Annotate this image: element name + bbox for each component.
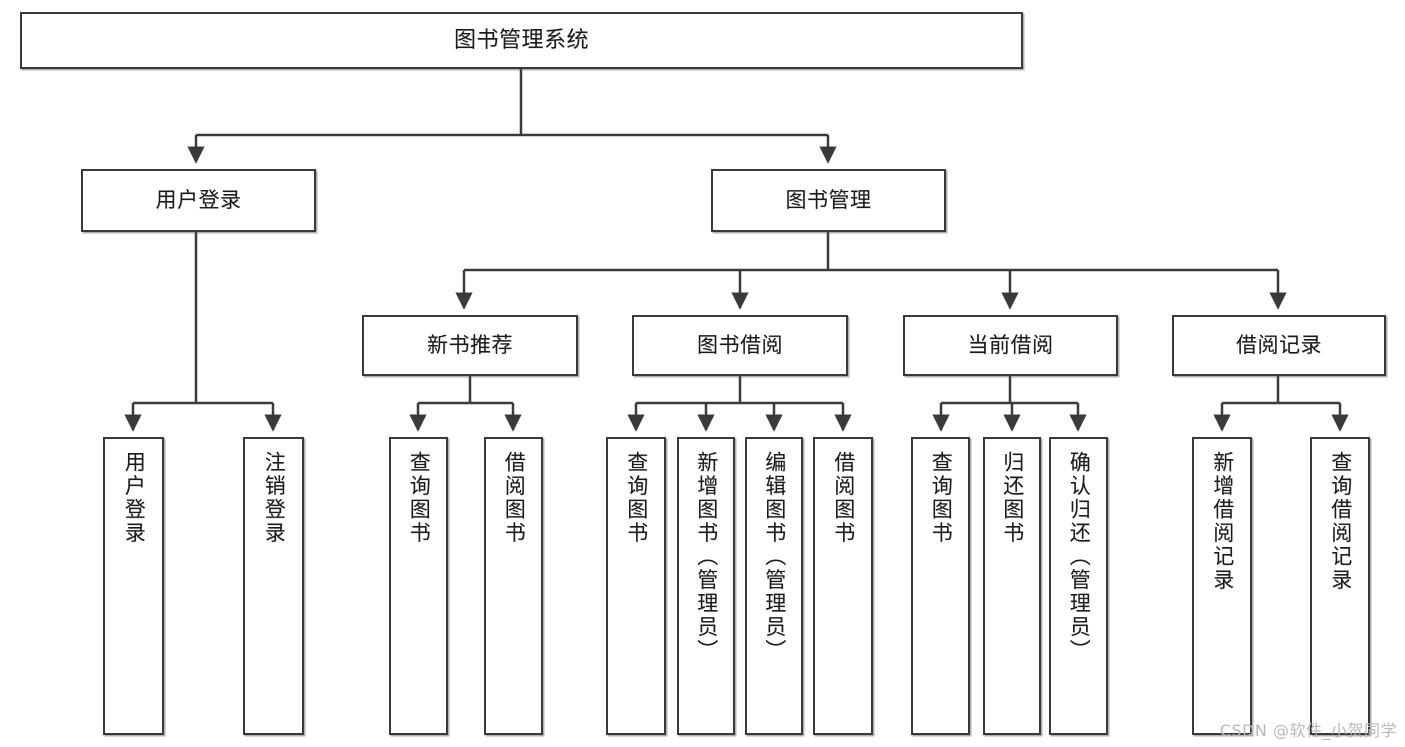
node-current-borrow-label: 当前借阅 [967, 333, 1054, 358]
node-leaf-label: 归还图书 [1000, 451, 1025, 545]
node-leaf-label: 注销登录 [262, 451, 287, 545]
node-leaf[interactable]: 查询图书 [606, 437, 666, 735]
node-user-login-label: 用户登录 [155, 188, 242, 213]
node-book-borrow[interactable]: 图书借阅 [632, 315, 848, 376]
node-leaf[interactable]: 新增图书（管理员） [677, 437, 735, 735]
node-new-book-recommend[interactable]: 新书推荐 [362, 315, 578, 376]
node-leaf-label: 用户登录 [122, 451, 147, 545]
node-leaf-label: 编辑图书（管理员） [762, 451, 787, 663]
node-leaf-label: 查询图书 [624, 451, 649, 545]
watermark: CSDN @软件_小贺同学 [1219, 721, 1397, 740]
node-leaf[interactable]: 借阅图书 [813, 437, 873, 735]
node-new-book-recommend-label: 新书推荐 [427, 333, 513, 358]
node-leaf-label: 查询借阅记录 [1328, 451, 1353, 592]
node-book-management-label: 图书管理 [785, 188, 872, 213]
node-leaf[interactable]: 查询借阅记录 [1310, 437, 1370, 735]
node-leaf[interactable]: 查询图书 [389, 437, 448, 735]
node-leaf-label: 借阅图书 [502, 451, 527, 545]
node-current-borrow[interactable]: 当前借阅 [903, 315, 1118, 376]
node-book-borrow-label: 图书借阅 [697, 333, 783, 358]
node-borrow-record[interactable]: 借阅记录 [1172, 315, 1386, 376]
node-leaf[interactable]: 确认归还（管理员） [1049, 437, 1108, 735]
node-leaf-label: 新增借阅记录 [1210, 451, 1235, 592]
node-leaf-label: 借阅图书 [831, 451, 856, 545]
node-leaf[interactable]: 注销登录 [243, 437, 304, 735]
node-leaf[interactable]: 用户登录 [103, 437, 164, 735]
node-leaf[interactable]: 新增借阅记录 [1192, 437, 1252, 735]
node-leaf-label: 查询图书 [929, 451, 954, 545]
node-leaf[interactable]: 查询图书 [911, 437, 970, 735]
node-root[interactable]: 图书管理系统 [20, 12, 1023, 69]
node-borrow-record-label: 借阅记录 [1236, 333, 1322, 358]
node-leaf[interactable]: 编辑图书（管理员） [745, 437, 803, 735]
node-leaf[interactable]: 归还图书 [983, 437, 1041, 735]
node-leaf-label: 查询图书 [407, 451, 432, 545]
node-leaf[interactable]: 借阅图书 [484, 437, 543, 735]
node-user-login[interactable]: 用户登录 [81, 169, 316, 232]
node-root-label: 图书管理系统 [453, 27, 589, 53]
node-book-management[interactable]: 图书管理 [711, 169, 946, 232]
node-leaf-label: 新增图书（管理员） [694, 451, 719, 663]
node-leaf-label: 确认归还（管理员） [1067, 451, 1092, 663]
